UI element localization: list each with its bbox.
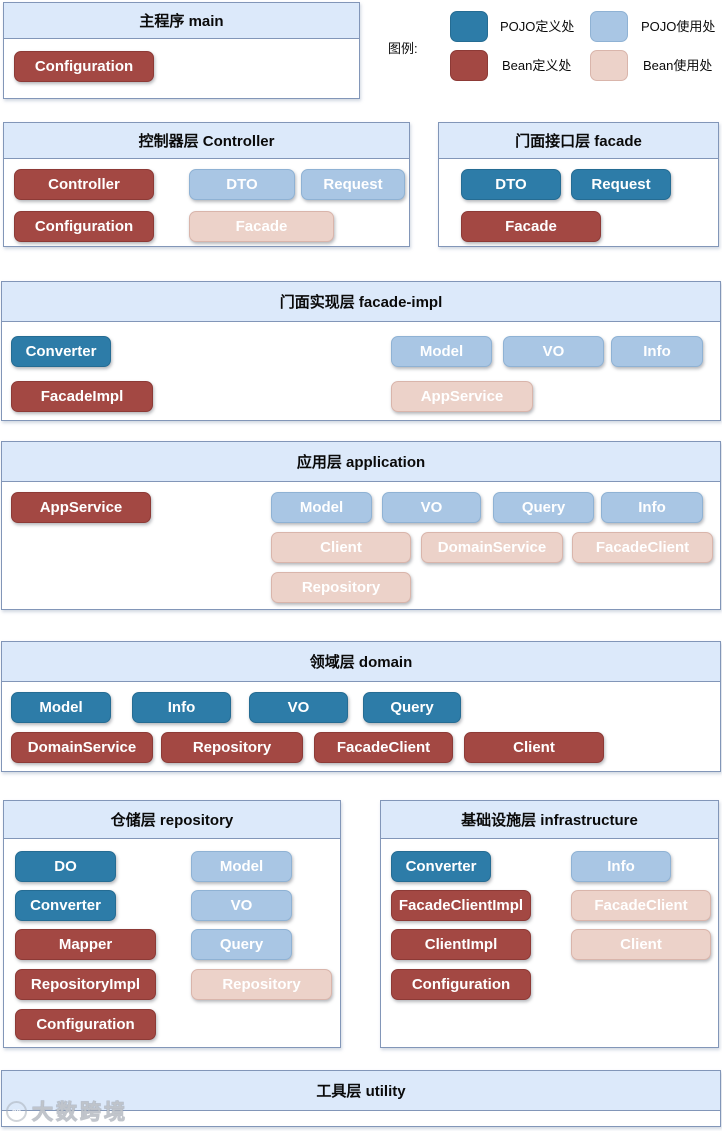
domain-chip-facadeclient: FacadeClient bbox=[314, 732, 453, 763]
domain-chip-query: Query bbox=[363, 692, 461, 723]
controller-chip-facade: Facade bbox=[189, 211, 334, 242]
infrastructure-chip-client: Client bbox=[571, 929, 711, 960]
domain-chip-repository: Repository bbox=[161, 732, 303, 763]
legend-label-bean_use: Bean使用处 bbox=[643, 58, 713, 73]
legend-swatch-pojo_def bbox=[450, 11, 488, 42]
application-chip-vo: VO bbox=[382, 492, 481, 523]
controller-chip-dto: DTO bbox=[189, 169, 295, 200]
section-repository-title: 仓储层 repository bbox=[4, 801, 340, 839]
infrastructure-chip-configuration: Configuration bbox=[391, 969, 531, 1000]
section-application-title: 应用层 application bbox=[2, 442, 720, 482]
domain-chip-info: Info bbox=[132, 692, 231, 723]
legend-swatch-bean_def bbox=[450, 50, 488, 81]
legend-label-pojo_def: POJO定义处 bbox=[500, 19, 575, 34]
legend-swatch-bean_use bbox=[590, 50, 628, 81]
legend-label-bean_def: Bean定义处 bbox=[502, 58, 572, 73]
repository-chip-query: Query bbox=[191, 929, 292, 960]
repository-chip-mapper: Mapper bbox=[15, 929, 156, 960]
facade-impl-chip-appservice: AppService bbox=[391, 381, 533, 412]
controller-chip-configuration: Configuration bbox=[14, 211, 154, 242]
application-chip-query: Query bbox=[493, 492, 594, 523]
facade-impl-chip-info: Info bbox=[611, 336, 703, 367]
repository-chip-vo: VO bbox=[191, 890, 292, 921]
repository-chip-configuration: Configuration bbox=[15, 1009, 156, 1040]
watermark-logo-icon: co bbox=[6, 1100, 27, 1122]
facade-chip-facade: Facade bbox=[461, 211, 601, 242]
facade-chip-request: Request bbox=[571, 169, 671, 200]
legend-title: 图例: bbox=[388, 41, 418, 56]
facade-impl-chip-converter: Converter bbox=[11, 336, 111, 367]
infrastructure-chip-clientimpl: ClientImpl bbox=[391, 929, 531, 960]
legend-label-pojo_use: POJO使用处 bbox=[641, 19, 716, 34]
application-chip-repository: Repository bbox=[271, 572, 411, 603]
infrastructure-chip-converter: Converter bbox=[391, 851, 491, 882]
section-facade-impl-title: 门面实现层 facade-impl bbox=[2, 282, 720, 322]
section-controller-title: 控制器层 Controller bbox=[4, 123, 409, 159]
application-chip-domainservice: DomainService bbox=[421, 532, 563, 563]
section-main-title: 主程序 main bbox=[4, 3, 359, 39]
section-utility-title: 工具层 utility bbox=[2, 1071, 720, 1111]
controller-chip-controller: Controller bbox=[14, 169, 154, 200]
application-chip-client: Client bbox=[271, 532, 411, 563]
main-chip-configuration: Configuration bbox=[14, 51, 154, 82]
facade-impl-chip-facadeimpl: FacadeImpl bbox=[11, 381, 153, 412]
section-utility: 工具层 utility bbox=[1, 1070, 721, 1127]
application-chip-model: Model bbox=[271, 492, 372, 523]
application-chip-info: Info bbox=[601, 492, 703, 523]
domain-chip-model: Model bbox=[11, 692, 111, 723]
watermark: co 大数跨境 bbox=[6, 1096, 128, 1126]
facade-chip-dto: DTO bbox=[461, 169, 561, 200]
section-domain-title: 领域层 domain bbox=[2, 642, 720, 682]
legend-swatch-pojo_use bbox=[590, 11, 628, 42]
application-chip-facadeclient: FacadeClient bbox=[572, 532, 713, 563]
section-facade-title: 门面接口层 facade bbox=[439, 123, 718, 159]
repository-chip-model: Model bbox=[191, 851, 292, 882]
repository-chip-do: DO bbox=[15, 851, 116, 882]
facade-impl-chip-vo: VO bbox=[503, 336, 604, 367]
infrastructure-chip-facadeclient: FacadeClient bbox=[571, 890, 711, 921]
watermark-text: 大数跨境 bbox=[32, 1101, 128, 1125]
repository-chip-repositoryimpl: RepositoryImpl bbox=[15, 969, 156, 1000]
facade-impl-chip-model: Model bbox=[391, 336, 492, 367]
section-infrastructure-title: 基础设施层 infrastructure bbox=[381, 801, 718, 839]
domain-chip-domainservice: DomainService bbox=[11, 732, 153, 763]
infrastructure-chip-info: Info bbox=[571, 851, 671, 882]
repository-chip-repository: Repository bbox=[191, 969, 332, 1000]
domain-chip-client: Client bbox=[464, 732, 604, 763]
application-chip-appservice: AppService bbox=[11, 492, 151, 523]
domain-chip-vo: VO bbox=[249, 692, 348, 723]
repository-chip-converter: Converter bbox=[15, 890, 116, 921]
infrastructure-chip-facadeclientimpl: FacadeClientImpl bbox=[391, 890, 531, 921]
controller-chip-request: Request bbox=[301, 169, 405, 200]
